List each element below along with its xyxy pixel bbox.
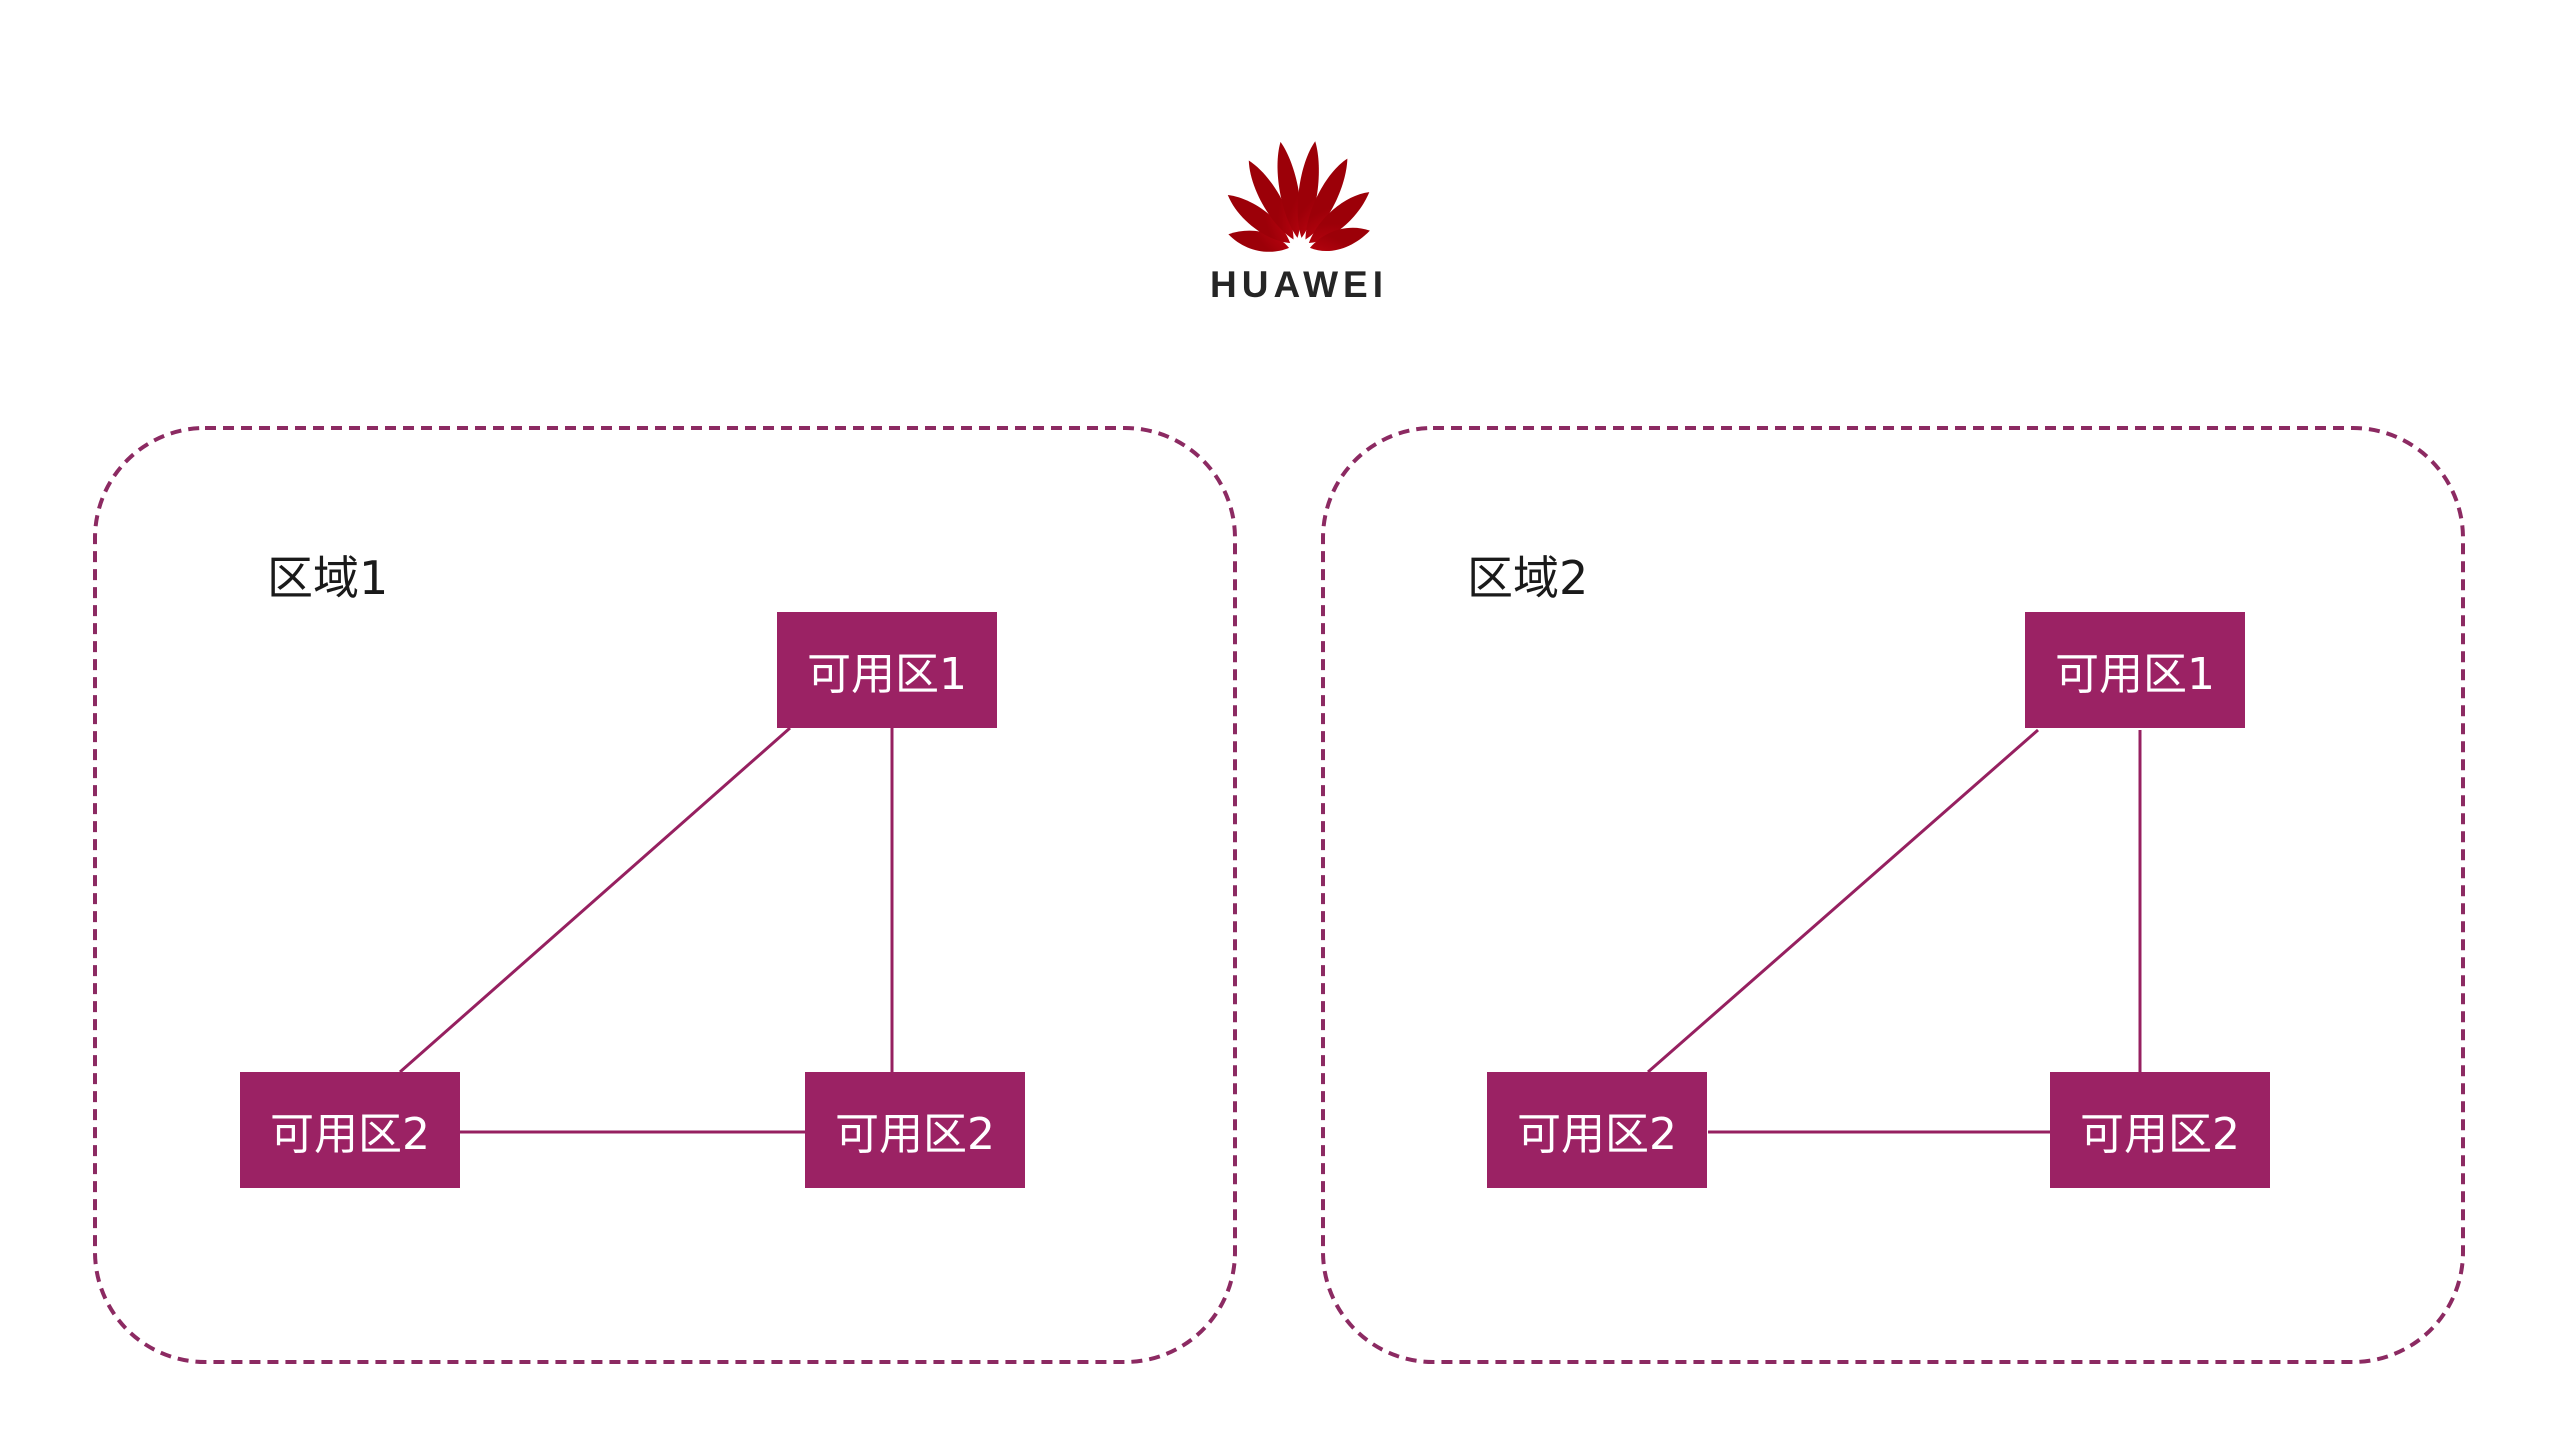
region2-az1-az2a-connector: [1647, 728, 2039, 1074]
region1-az2a-box: 可用区2: [240, 1072, 460, 1188]
region2-az2a-box: 可用区2: [1487, 1072, 1707, 1188]
huawei-flower-icon: [1227, 141, 1370, 252]
region-2-label: 区域2: [1467, 551, 1589, 605]
region-1-label: 区域1: [267, 551, 389, 605]
huawei-wordmark: HUAWEI: [1210, 264, 1388, 305]
region2-az2b-box: 可用区2: [2050, 1072, 2270, 1188]
region1-az1-az2a-connector: [399, 726, 791, 1074]
region-1-border: [93, 426, 1237, 1364]
huawei-logo: HUAWEI: [1183, 128, 1415, 306]
region1-az2b-box: 可用区2: [805, 1072, 1025, 1188]
region-2-border: [1321, 426, 2465, 1364]
region2-az1-box: 可用区1: [2025, 612, 2245, 728]
region1-az1-box: 可用区1: [777, 612, 997, 728]
